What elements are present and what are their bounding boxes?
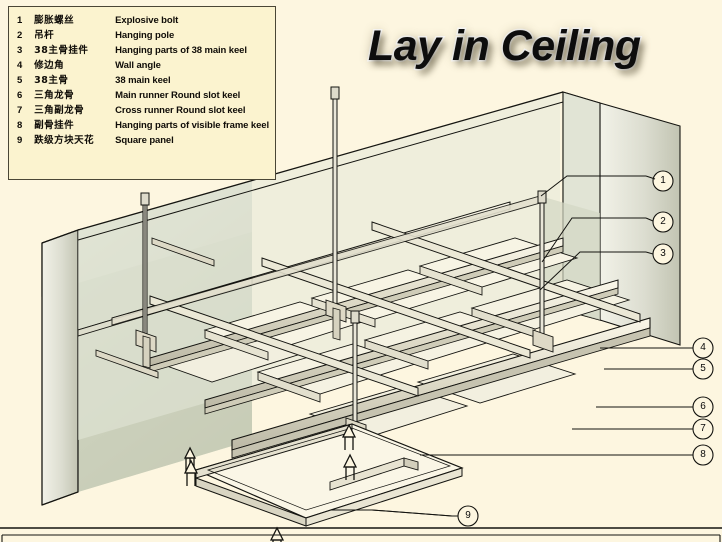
legend-row: 6 三角龙骨 Main runner Round slot keel [17,88,269,103]
legend-row: 3 38主骨挂件 Hanging parts of 38 main keel [17,43,269,58]
legend-label-cn: 38主骨 [34,75,69,86]
callout-number-5: 5 [700,363,706,374]
legend-number: 8 [17,120,23,131]
legend-label-en: Explosive bolt [115,15,179,26]
callout-number-6: 6 [700,401,706,412]
legend-number: 1 [17,15,23,26]
legend-row: 5 38主骨 38 main keel [17,73,269,88]
legend-row: 4 修边角 Wall angle [17,58,269,73]
callout-number-3: 3 [660,248,666,259]
callout-number-1: 1 [660,175,666,186]
legend-number: 2 [17,30,23,41]
callout-number-8: 8 [700,449,706,460]
legend-row: 1 膨胀螺丝 Explosive bolt [17,13,269,28]
callout-number-2: 2 [660,216,666,227]
legend-label-en: Cross runner Round slot keel [115,105,246,116]
page-title: Lay in Ceiling [367,21,643,72]
legend-number: 4 [17,60,23,71]
legend-label-cn: 38主骨挂件 [34,45,89,56]
legend-label-cn: 修边角 [34,60,65,71]
legend-number: 5 [17,75,23,86]
legend-label-en: Square panel [115,135,174,146]
legend-label-cn: 三角龙骨 [34,90,75,101]
legend-number: 7 [17,105,23,116]
legend-label-en: Hanging parts of visible frame keel [115,120,269,131]
legend-label-en: Wall angle [115,60,161,71]
legend-row: 7 三角副龙骨 Cross runner Round slot keel [17,103,269,118]
legend-label-cn: 吊杆 [34,30,55,41]
callout-number-7: 7 [700,423,706,434]
legend-label-en: Hanging parts of 38 main keel [115,45,247,56]
legend-label-en: Main runner Round slot keel [115,90,241,101]
legend-row: 8 副骨挂件 Hanging parts of visible frame keel [17,118,269,133]
legend-number: 3 [17,45,23,56]
legend-label-en: 38 main keel [115,75,171,86]
legend-label-cn: 跌级方块天花 [34,135,95,146]
legend-panel: 1 膨胀螺丝 Explosive bolt 2 吊杆 Hanging pole 3 38主骨挂… [8,6,276,180]
legend-label-cn: 三角副龙骨 [34,105,85,116]
callout-number-4: 4 [700,342,706,353]
callout-leaders [330,175,688,517]
direction-arrows [183,423,358,542]
callout-circles [457,170,714,527]
legend-label-cn: 副骨挂件 [34,120,75,131]
legend-table: 1 膨胀螺丝 Explosive bolt 2 吊杆 Hanging pole 3 38主骨挂… [17,13,269,148]
legend-row: 2 吊杆 Hanging pole [17,28,269,43]
legend-label-cn: 膨胀螺丝 [34,15,75,26]
legend-label-en: Hanging pole [115,30,175,41]
legend-row: 9 跌级方块天花 Square panel [17,133,269,148]
legend-number: 9 [17,135,23,146]
callout-number-9: 9 [465,510,471,521]
legend-number: 6 [17,90,23,101]
